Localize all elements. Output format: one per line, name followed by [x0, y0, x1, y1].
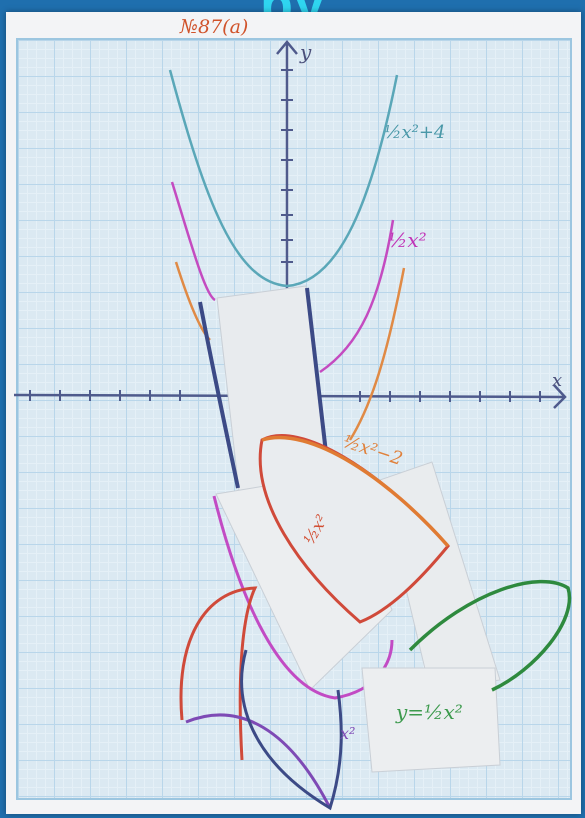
- problem-label: №87(а): [180, 16, 249, 38]
- x-axis-arrow: [553, 384, 567, 409]
- axis-ticks: [29, 69, 541, 402]
- curve-navy-left: [198, 301, 240, 489]
- label-curve-teal: ½x²+4: [384, 122, 446, 143]
- label-curve-purple: x²: [340, 724, 356, 743]
- curve-red-lobe: [179, 586, 258, 761]
- label-curve-green: y=½x²: [396, 700, 463, 724]
- x-axis-label: x: [552, 370, 563, 391]
- curve-teal: [168, 69, 399, 288]
- label-curve-magenta: ½x²: [388, 228, 427, 252]
- y-axis-arrow: [276, 40, 298, 55]
- curve-magenta: [170, 181, 395, 374]
- curve-green-lobe: [408, 579, 572, 692]
- y-axis-label: y: [300, 40, 312, 64]
- leaf-orange-edge: [261, 435, 450, 548]
- curve-purple-lobe: [185, 713, 332, 809]
- cutout-bottom: [361, 667, 501, 773]
- curve-navy-lobe: [240, 649, 343, 811]
